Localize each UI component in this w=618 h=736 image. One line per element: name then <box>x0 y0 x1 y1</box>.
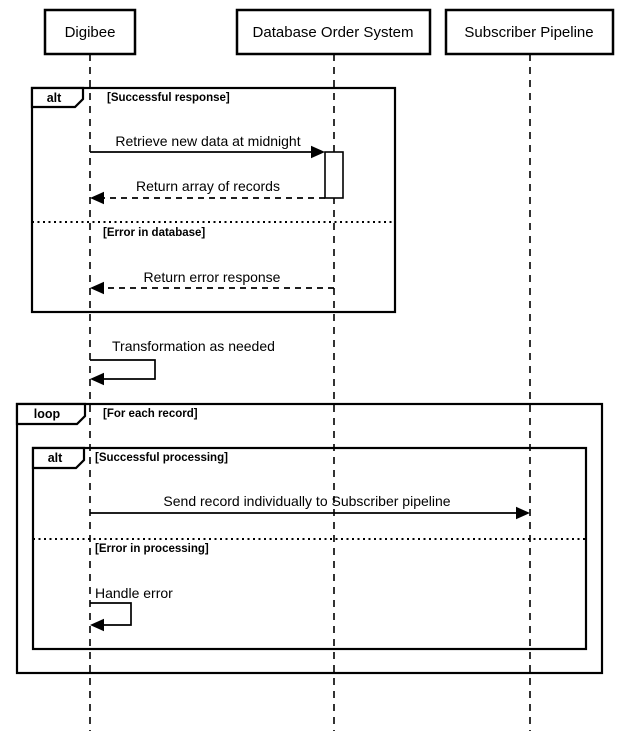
alt-operator-label-processing: alt <box>48 451 63 465</box>
message-label-send-record: Send record individually to Subscriber p… <box>163 493 450 509</box>
participant-box-subscriber-pipeline <box>444 8 615 56</box>
participant-label-database-order-system: Database Order System <box>253 24 414 41</box>
arrowhead-return-error <box>90 281 104 295</box>
activation-bar-database <box>324 151 344 199</box>
participant-box-digibee <box>43 8 137 56</box>
alt-operator-label-response: alt <box>47 91 62 105</box>
loop-operator-label: loop <box>34 407 61 421</box>
participant-box-database-order-system <box>235 8 432 56</box>
arrowhead-handle-error <box>90 618 104 632</box>
arrowhead-retrieve-new-data <box>311 145 325 159</box>
guard-error-in-processing: [Error in processing] <box>95 543 209 555</box>
participant-label-digibee: Digibee <box>65 24 116 41</box>
guard-for-each-record: [For each record] <box>103 408 198 420</box>
alt-operator-tab-processing <box>31 446 86 470</box>
alt-fragment-response <box>30 86 397 314</box>
message-label-transformation: Transformation as needed <box>112 338 275 354</box>
self-message-arrow-transformation <box>90 359 156 380</box>
message-label-handle-error: Handle error <box>95 585 173 601</box>
arrowhead-transformation <box>90 372 104 386</box>
guard-error-in-database: [Error in database] <box>103 227 205 239</box>
arrowhead-return-array <box>90 191 104 205</box>
loop-operator-tab <box>15 402 87 426</box>
alt-fragment-processing <box>31 446 588 651</box>
arrowhead-send-record <box>516 506 530 520</box>
guard-successful-processing: [Successful processing] <box>95 452 228 464</box>
participant-label-subscriber-pipeline: Subscriber Pipeline <box>464 24 593 41</box>
loop-fragment-records <box>15 402 604 675</box>
message-label-return-error: Return error response <box>144 269 281 285</box>
message-label-return-array: Return array of records <box>136 178 280 194</box>
self-message-arrow-handle-error <box>90 602 132 626</box>
alt-operator-tab-response <box>30 86 85 109</box>
message-label-retrieve-new-data: Retrieve new data at midnight <box>115 133 300 149</box>
guard-successful-response: [Successful response] <box>107 92 230 104</box>
